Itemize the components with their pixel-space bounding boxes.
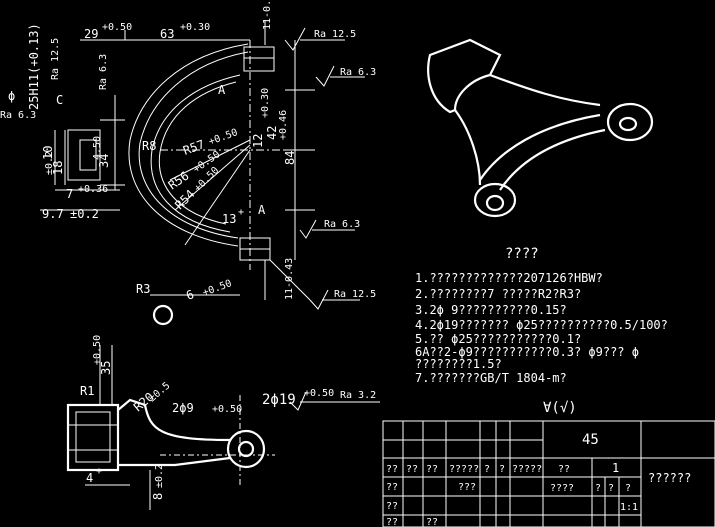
dim-9-7: 9.7: [42, 207, 64, 221]
dim-2phi9-tol: +0.50: [212, 404, 242, 415]
tb-r1-c3: ??: [426, 464, 438, 475]
note-line-6: 6A??2-ϕ9???????????0.3? ϕ9??? ϕ: [415, 345, 639, 359]
tb-r1-c5: ?: [484, 464, 490, 475]
ra-6-3-b: Ra 6.3: [324, 219, 360, 230]
dim-8-tol: ±0.2: [154, 464, 165, 488]
ra-6-3-left: Ra 6.3: [98, 54, 109, 90]
ra-3-2: Ra 3.2: [340, 390, 376, 401]
tb-part-name: ??????: [648, 471, 691, 485]
tb-r2-c1: ??: [386, 482, 398, 493]
dim-42-tol: +0.30: [260, 88, 271, 118]
tb-r3-c2: ??: [386, 517, 398, 527]
note-line-8: 7.???????GB/T 1804-m?: [415, 371, 567, 385]
dim-r8: R8: [142, 139, 156, 153]
dim-2phi9: 2ϕ9: [172, 401, 194, 415]
dim-10-b: ±0.2: [44, 151, 55, 175]
note-line-3: 3.2ϕ 9??????????0.15?: [415, 303, 567, 317]
side-view: 35 +0.50 R1 R20 ±0.5 2ϕ9 +0.50 2ϕ19 +0.5…: [66, 335, 380, 510]
tb-r1-c7: ?????: [512, 464, 542, 475]
tb-scale: 1:1: [620, 502, 638, 513]
dim-r57-tol: +0.50: [207, 127, 239, 148]
ra-12-5-bot: Ra 12.5: [334, 289, 376, 300]
isometric-view: [427, 38, 654, 218]
note-line-4: 4.2ϕ19??????? ϕ25??????????0.5/100?: [415, 318, 668, 332]
tb-qty: 1: [612, 461, 619, 475]
dim-11-bot: 11-0.43: [284, 258, 295, 300]
tb-r2-r2: ?: [608, 483, 614, 494]
dim-r1: R1: [80, 384, 94, 398]
ra-6-3-leftmost: Ra 6.3: [0, 110, 36, 121]
ra-6-3-a: Ra 6.3: [340, 67, 376, 78]
dim-6: 6: [184, 287, 196, 303]
dim-84-tol: +0.46: [278, 110, 289, 140]
ra-12-5-left: Ra 12.5: [50, 38, 61, 80]
tb-r1-c2: ??: [406, 464, 418, 475]
note-line-1: 1.?????????????207126?HBW?: [415, 271, 603, 285]
dim-10: 10: [41, 146, 55, 160]
dim-4: 4: [86, 471, 93, 485]
tb-r2-r3: ?: [625, 483, 631, 494]
dim-42: 42: [265, 126, 279, 140]
dim-7-tol: +0.36: [78, 184, 108, 195]
tb-r2-mid: ????: [550, 483, 574, 494]
dim-13: 13: [222, 212, 236, 226]
note-line-7: ????????1.5?: [415, 357, 502, 371]
tb-r1-mid: ??: [558, 464, 570, 475]
dim-84: 84: [283, 151, 297, 165]
title-block: 45 ?? ?? ?? ????? ? ? ????? ?? 1 ?? ??? …: [382, 420, 715, 527]
tb-r2-r1: ?: [595, 483, 601, 494]
dim-r20-tol: ±0.5: [147, 380, 173, 404]
tb-r3-c1: ??: [386, 501, 398, 512]
dim-29: 29: [84, 27, 98, 41]
tb-r3-c3: ??: [426, 517, 438, 527]
dim-2phi19: 2ϕ19: [262, 392, 296, 408]
dim-phi-symbol: ϕ: [8, 89, 15, 103]
dim-7: 7: [66, 187, 73, 201]
dim-35: 35: [99, 361, 113, 375]
dim-r3: R3: [136, 282, 150, 296]
dim-phi25: 25H11(+0.13): [27, 23, 41, 110]
tb-r1-c4: ?????: [449, 464, 479, 475]
dim-35-tol: +0.50: [92, 335, 103, 365]
tb-r2-c3: ???: [458, 482, 476, 493]
dim-12: 12: [251, 134, 265, 148]
dim-14: 4.50: [92, 136, 103, 160]
note-line-5: 5.?? ϕ25???????????0.1?: [415, 332, 581, 346]
tb-r1-c6: ?: [499, 464, 505, 475]
dim-4-tol: +: [96, 466, 102, 477]
dim-r57: R57: [181, 137, 206, 158]
roughness-symbol: ∀(√): [543, 400, 577, 416]
dim-63-tol: +0.30: [180, 22, 210, 33]
dim-18: 18: [51, 161, 65, 175]
front-view: 29 +0.50 63 +0.30 11-0.43 11-0.43 25H11(…: [0, 0, 376, 326]
label-a-bot: A: [258, 203, 266, 217]
dim-8: 8: [151, 493, 165, 500]
dim-11-top: 11-0.43: [262, 0, 273, 30]
dim-2phi19-tol: +0.50: [304, 388, 334, 399]
ra-12-5-top: Ra 12.5: [314, 29, 356, 40]
note-line-2: 2.????????7 ?????R2?R3?: [415, 287, 581, 301]
notes-heading: ????: [505, 246, 539, 262]
technical-notes: ???? 1.?????????????207126?HBW? 2.??????…: [415, 246, 668, 416]
label-c: C: [56, 93, 63, 107]
dim-9-7-tol: ±0.2: [70, 207, 99, 221]
dim-63: 63: [160, 27, 174, 41]
dim-29-tol: +0.50: [102, 22, 132, 33]
material-value: 45: [582, 432, 599, 448]
dim-34: 34: [97, 154, 111, 168]
label-a-top: A: [218, 83, 226, 97]
dim-6-tol: +0.50: [201, 278, 233, 299]
tb-r1-c1: ??: [386, 464, 398, 475]
dim-13-tol: +: [238, 207, 244, 218]
